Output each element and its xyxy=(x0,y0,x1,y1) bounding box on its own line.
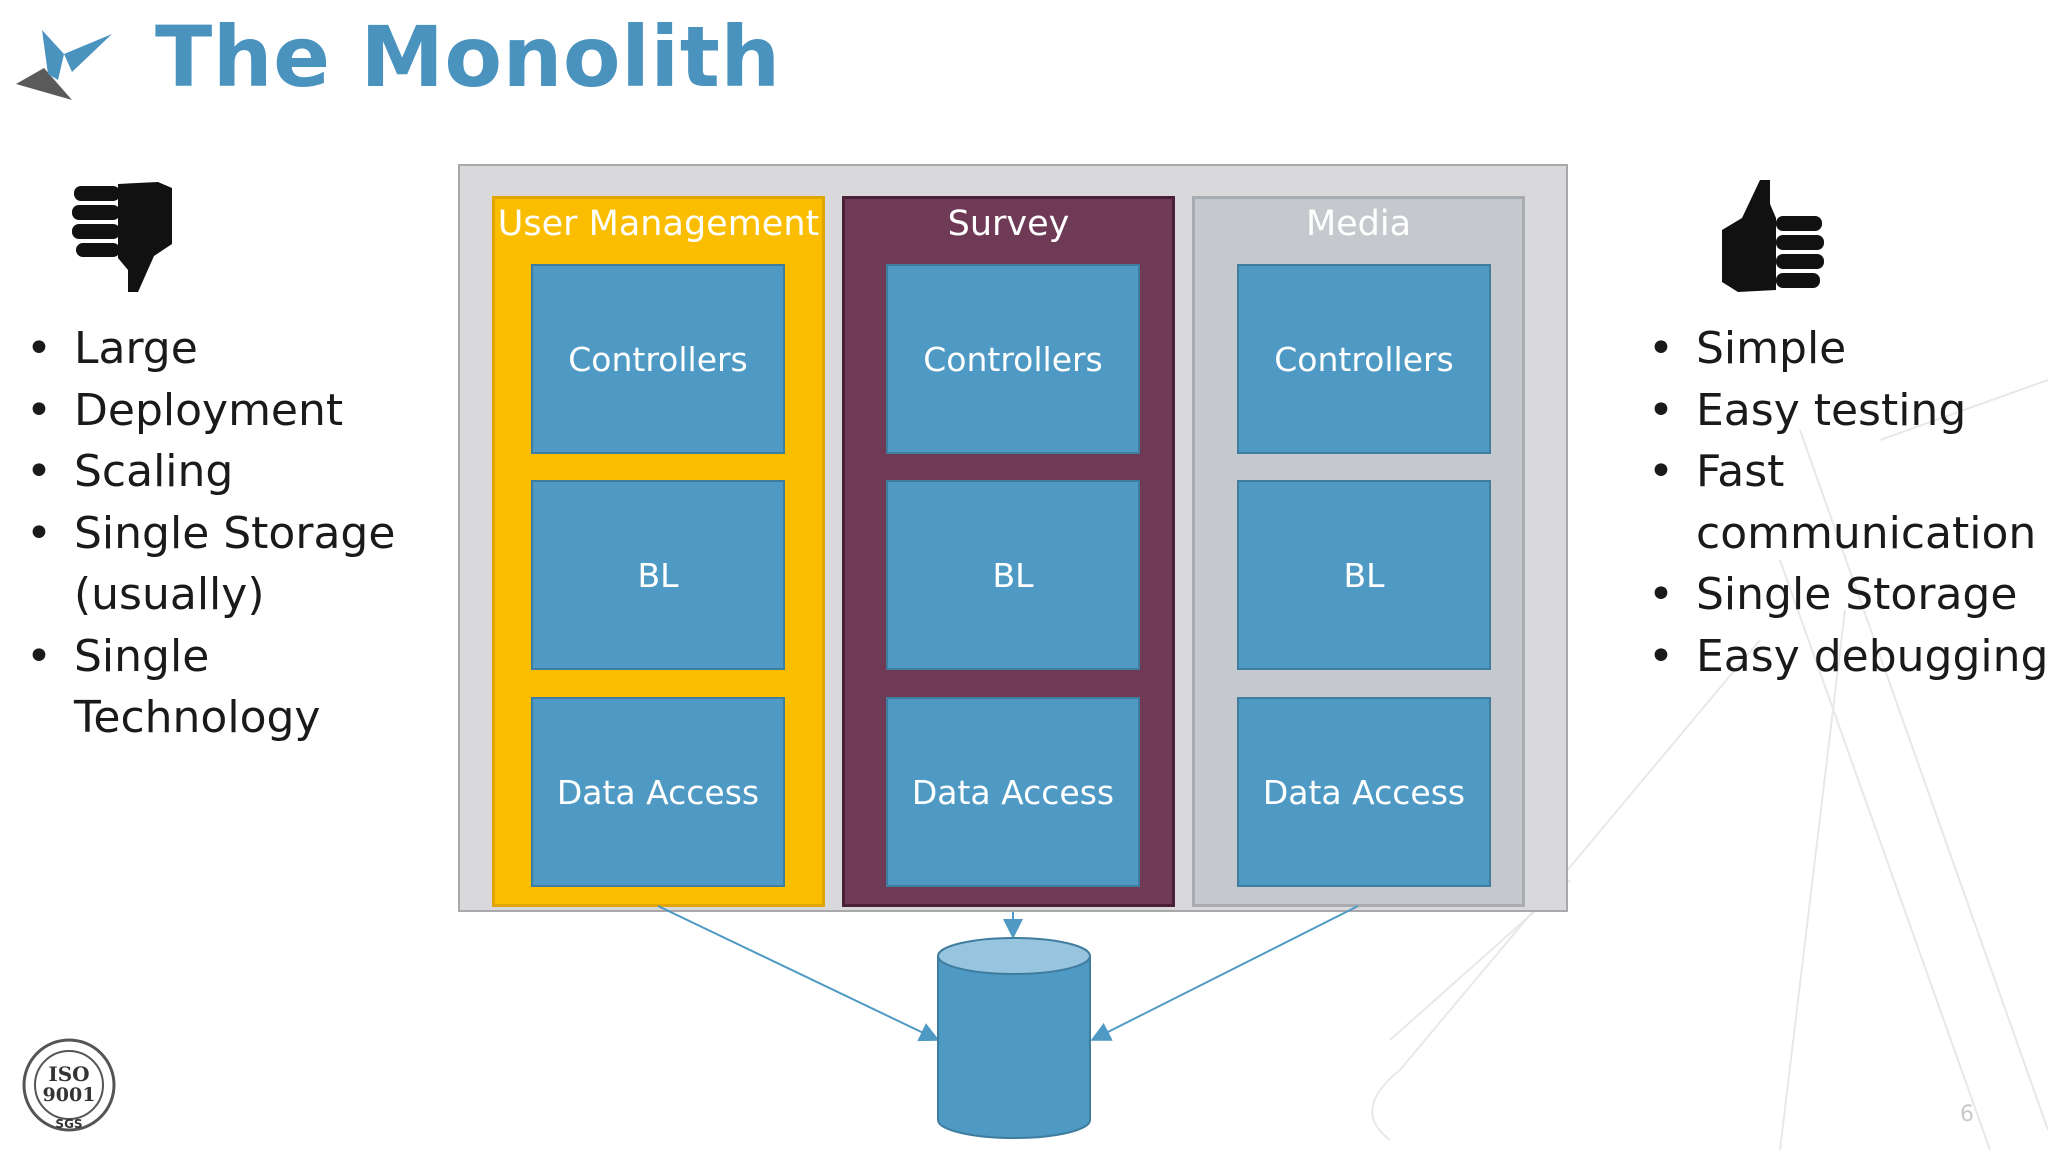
svg-text:9001: 9001 xyxy=(43,1084,96,1106)
module-title: Media xyxy=(1305,204,1412,244)
layer-controllers: Controllers xyxy=(531,264,785,454)
layer-bl: BL xyxy=(886,480,1140,670)
svg-text:ISO: ISO xyxy=(48,1062,89,1086)
cons-list: Large Deployment Scaling Single Storage(… xyxy=(26,318,395,749)
module-title: Survey xyxy=(947,204,1070,244)
layer-data-access: Data Access xyxy=(531,697,785,887)
pros-item: Simple xyxy=(1648,318,2048,380)
thumbs-up-icon xyxy=(1722,180,1824,292)
svg-text:SGS: SGS xyxy=(55,1117,82,1131)
slide-title: The Monolith xyxy=(155,8,781,106)
pros-item: Easy debugging xyxy=(1648,626,2048,688)
module-title: User Management xyxy=(497,204,820,244)
cons-item: Deployment xyxy=(26,380,395,442)
pros-item: Single Storage xyxy=(1648,564,2048,626)
iso-9001-seal-icon: ISO 9001 SGS xyxy=(22,1038,116,1132)
page-number: 6 xyxy=(1960,1102,1974,1127)
cons-item: Single Storage(usually) xyxy=(26,503,395,626)
layer-data-access: Data Access xyxy=(1237,697,1491,887)
cons-item: Scaling xyxy=(26,441,395,503)
connector-arrow xyxy=(1090,905,1359,1041)
layer-controllers: Controllers xyxy=(886,264,1140,454)
layer-controllers: Controllers xyxy=(1237,264,1491,454)
database-cylinder-icon xyxy=(937,937,1091,1139)
company-arrow-logo-icon xyxy=(16,30,112,100)
connector-arrow xyxy=(657,905,940,1042)
cons-item: Large xyxy=(26,318,395,380)
layer-data-access: Data Access xyxy=(886,697,1140,887)
thumbs-down-icon xyxy=(72,182,172,292)
layer-bl: BL xyxy=(531,480,785,670)
pros-item: Easy testing xyxy=(1648,380,2048,442)
layer-bl: BL xyxy=(1237,480,1491,670)
